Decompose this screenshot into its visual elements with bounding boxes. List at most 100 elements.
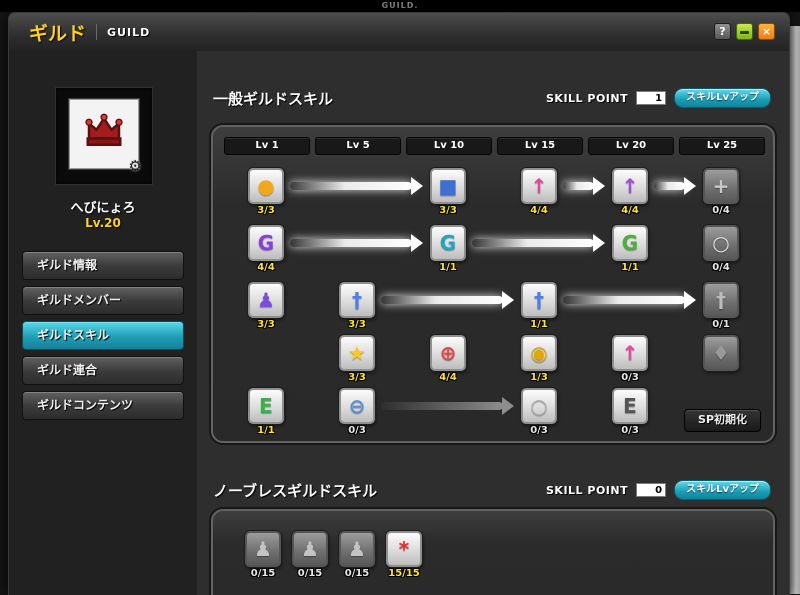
skill-tile[interactable]: ● [248,168,284,204]
minimize-icon [740,31,749,34]
general-section-title: 一般ギルドスキル [213,89,334,108]
character-name: へびにょろ [70,201,136,216]
sidebar-menu: ギルド情報ギルドメンバーギルドスキルギルド連合ギルドコンテンツ [22,251,184,426]
sword-locked-skill-icon: † [716,288,726,312]
skill-tile[interactable]: ★ [339,335,375,371]
shield-skill-icon: + [712,174,730,198]
skill-level-label: 3/3 [257,205,275,216]
skill-tile[interactable]: ○ [703,225,739,261]
skill-tile[interactable]: ♟ [292,531,328,567]
window-header[interactable]: ギルド GUILD ? × [9,13,789,52]
skill-tile[interactable]: ⊕ [430,335,466,371]
skill-tile[interactable]: ↑ [612,335,648,371]
skill-tile[interactable]: * [386,531,422,567]
noblesse-section-header: ノーブレスギルドスキル SKILL POINT 0 スキルLvアップ [213,479,771,501]
close-button[interactable]: × [758,23,775,40]
skill-level-label: 0/15 [344,568,370,579]
sidebar-item-guild-info[interactable]: ギルド情報 [22,251,184,280]
title-divider [96,24,98,40]
guild-emblem-teal-skill-icon: G [439,231,457,255]
skill-link-arrow [290,177,423,195]
skill-level-label: 0/3 [530,425,548,436]
skill-tile[interactable]: + [703,168,739,204]
skill-level-label: 4/4 [530,205,548,216]
window-title-jp: ギルド [29,22,87,45]
skill-tile[interactable]: † [703,282,739,318]
skill-tile[interactable]: ↑ [521,168,557,204]
skill-tile[interactable]: ■ [430,168,466,204]
character-level: Lv.20 [85,216,121,230]
noblesse-section-title: ノーブレスギルドスキル [213,481,378,500]
sidebar-item-guild-contents[interactable]: ギルドコンテンツ [22,391,184,420]
skill-level-label: 0/15 [297,568,323,579]
skill-level-label: 0/15 [250,568,276,579]
content-area: 一般ギルドスキル SKILL POINT 1 スキルLvアップ SP初期化 Lv… [197,51,789,595]
skill-tile[interactable]: † [339,282,375,318]
skill-tile[interactable]: E [248,388,284,424]
skill-level-label: 0/3 [348,425,366,436]
guild-emblem [69,99,139,169]
skill-level-label: 15/15 [388,568,420,579]
sidebar-item-guild-alliance[interactable]: ギルド連合 [22,356,184,385]
noblesse-skill-point-label: SKILL POINT [546,483,629,497]
sp-reset-button[interactable]: SP初期化 [684,409,761,432]
level-column-header: Lv 20 [588,137,674,155]
noblesse-skill-point-cluster: SKILL POINT 0 スキルLvアップ [546,480,771,500]
skill-level-label: 4/4 [439,372,457,383]
skill-tile[interactable]: ↑ [612,168,648,204]
level-column-header: Lv 15 [497,137,583,155]
noblesse-skill-3-icon: ♟ [348,537,366,561]
skill-link-arrow [381,397,514,415]
skill-level-label: 3/3 [348,319,366,330]
skill-tile[interactable]: ♦ [703,335,739,371]
guild-window: ギルド GUILD ? × ⚙ へびにょろ Lv.20 ギルド情報ギルドメンバー [8,12,790,595]
emblem-gear-icon[interactable]: ⚙ [128,157,142,175]
skill-link-arrow [563,177,605,195]
skill-level-label: 1/1 [439,262,457,273]
party-members-skill-icon: ♟ [257,288,275,312]
help-button[interactable]: ? [714,23,731,40]
skill-tile[interactable]: ○ [521,388,557,424]
skill-level-label: 1/1 [257,425,275,436]
skill-level-label: 0/4 [712,262,730,273]
guild-emblem-green-skill-icon: G [621,231,639,255]
skill-level-label: 3/3 [439,205,457,216]
skill-level-label: 4/4 [621,205,639,216]
skill-point-label: SKILL POINT [546,91,629,105]
skill-tile[interactable]: G [248,225,284,261]
close-icon: × [761,25,772,38]
guild-emblem-purple-skill-icon: G [257,231,275,255]
skill-tile[interactable]: G [612,225,648,261]
sidebar-item-guild-skills[interactable]: ギルドスキル [22,321,184,350]
skill-tile[interactable]: † [521,282,557,318]
skill-level-label: 0/3 [621,425,639,436]
window-controls: ? × [714,23,775,40]
coin-buff-skill-icon: ● [257,174,275,198]
sidebar-item-guild-members[interactable]: ギルドメンバー [22,286,184,315]
level-column-header: Lv 5 [315,137,401,155]
noblesse-skill-levelup-button[interactable]: スキルLvアップ [674,480,771,500]
skill-level-label: 3/3 [348,372,366,383]
skill-tile[interactable]: ♟ [248,282,284,318]
level-column-header: Lv 10 [406,137,492,155]
guild-emblem-card: ⚙ [55,87,153,185]
star-skill-icon: ★ [348,341,366,365]
crown-icon [85,113,123,146]
locked-skill-icon: ♦ [712,341,730,365]
skill-level-label: 3/3 [257,319,275,330]
skill-tile[interactable]: ♟ [339,531,375,567]
minimize-button[interactable] [736,23,753,40]
magnifier-minus-skill-icon: ⊖ [348,394,366,418]
stat-up-skill-icon: ↑ [530,174,548,198]
skill-tile[interactable]: ♟ [245,531,281,567]
skill-levelup-button[interactable]: スキルLvアップ [674,88,771,108]
skill-point-value: 1 [636,91,667,105]
general-section-header: 一般ギルドスキル SKILL POINT 1 スキルLvアップ [213,87,771,109]
skill-tile[interactable]: ⊖ [339,388,375,424]
skill-tile[interactable]: E [612,388,648,424]
skill-level-label: 1/1 [530,319,548,330]
skill-level-label: 1/1 [621,262,639,273]
skill-tile[interactable]: ◉ [521,335,557,371]
skill-tile[interactable]: G [430,225,466,261]
general-skill-point-cluster: SKILL POINT 1 スキルLvアップ [546,88,771,108]
